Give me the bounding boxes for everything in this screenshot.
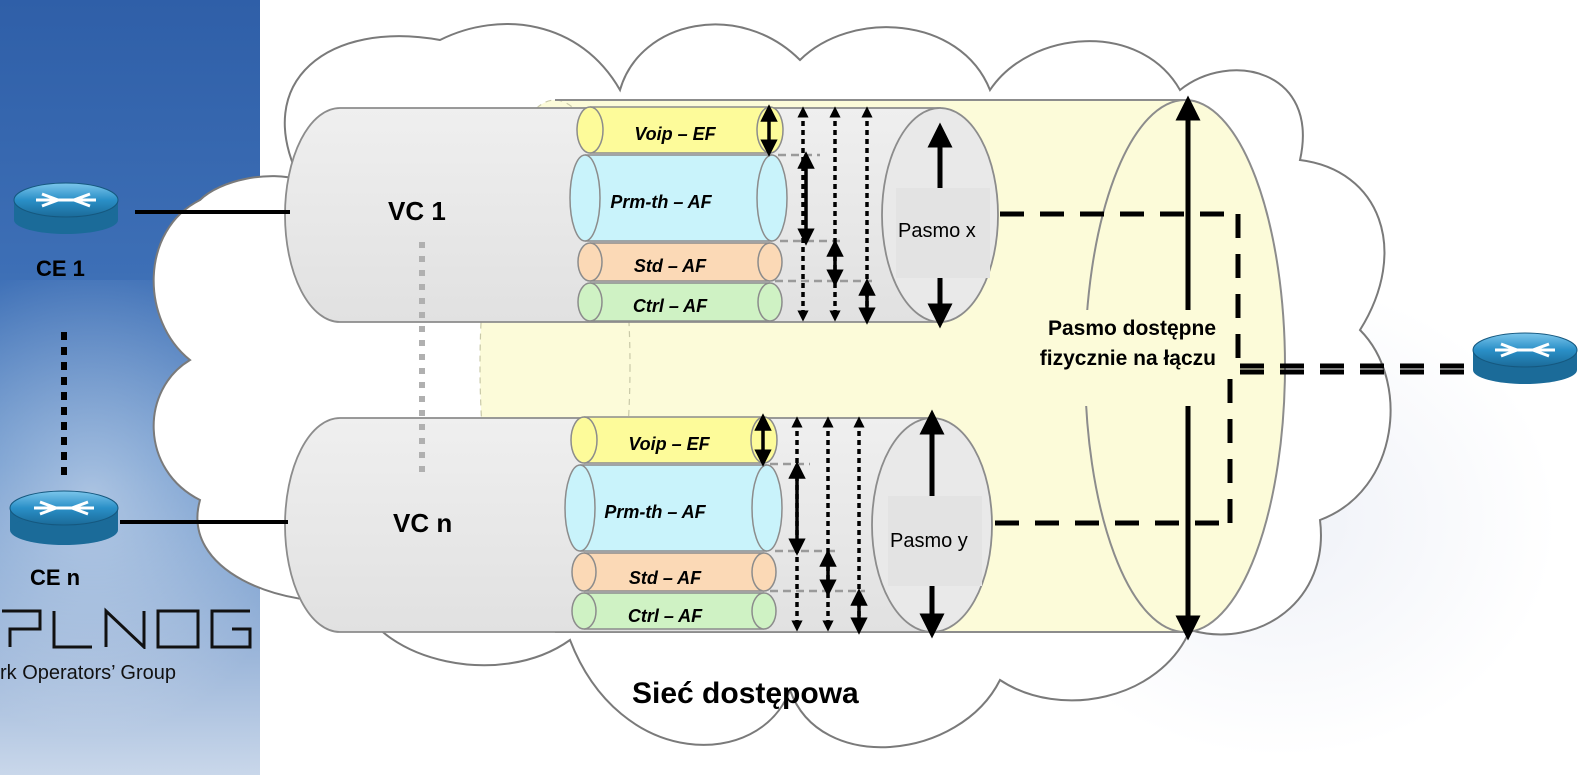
vc1-class-voip-label: Voip – EF [634, 124, 716, 144]
vc1-prm-tube [569, 154, 788, 242]
vcn-class-tubes [564, 416, 783, 630]
vc1-class-std-label: Std – AF [633, 256, 707, 276]
vcn-class-prm-label: Prm-th – AF [604, 502, 706, 522]
router-icon [13, 182, 119, 234]
vc1-class-tubes [569, 106, 788, 322]
vcn-label: VC n [393, 508, 453, 538]
vc1-ctrl-tube [577, 282, 783, 322]
pasmo-y-bg [888, 496, 982, 586]
vcn-class-voip-label: Voip – EF [628, 434, 710, 454]
vcn-dotted-arrows [791, 416, 865, 632]
vc1-class-ctrl-label: Ctrl – AF [632, 296, 708, 316]
vcn-prm-tube [564, 464, 783, 552]
vc1-std-tube [577, 242, 783, 282]
vcn-std-tube [571, 552, 777, 592]
vcn-bandwidth-label: Pasmo y [890, 530, 968, 552]
vcn-class-ctrl-label: Ctrl – AF [627, 606, 703, 626]
physical-bandwidth-label: Pasmo dostępne fizycznie na łączu [1039, 317, 1216, 370]
plnog-logo-mark [2, 607, 252, 651]
aggregation-dashed-lines [995, 211, 1480, 526]
vc1-class-prm-label: Prm-th – AF [610, 192, 712, 212]
plnog-logo [0, 603, 255, 661]
vcn-ctrl-tube [571, 592, 777, 630]
pasmo-x-bg [896, 188, 990, 278]
ce1-label: CE 1 [36, 256, 85, 281]
vc1-bandwidth-label: Pasmo x [898, 220, 976, 242]
pasmo-total-bg [993, 310, 1218, 406]
cen-label: CE n [30, 565, 81, 590]
router-icon [9, 490, 119, 545]
router-icon [1472, 332, 1578, 384]
vcn-class-std-label: Std – AF [628, 568, 702, 588]
plnog-subtitle: rk Operators’ Group [0, 662, 176, 684]
vc1-dotted-arrows [797, 106, 873, 322]
cloud-label: Sieć dostępowa [632, 677, 859, 710]
vc1-label: VC 1 [388, 196, 446, 226]
